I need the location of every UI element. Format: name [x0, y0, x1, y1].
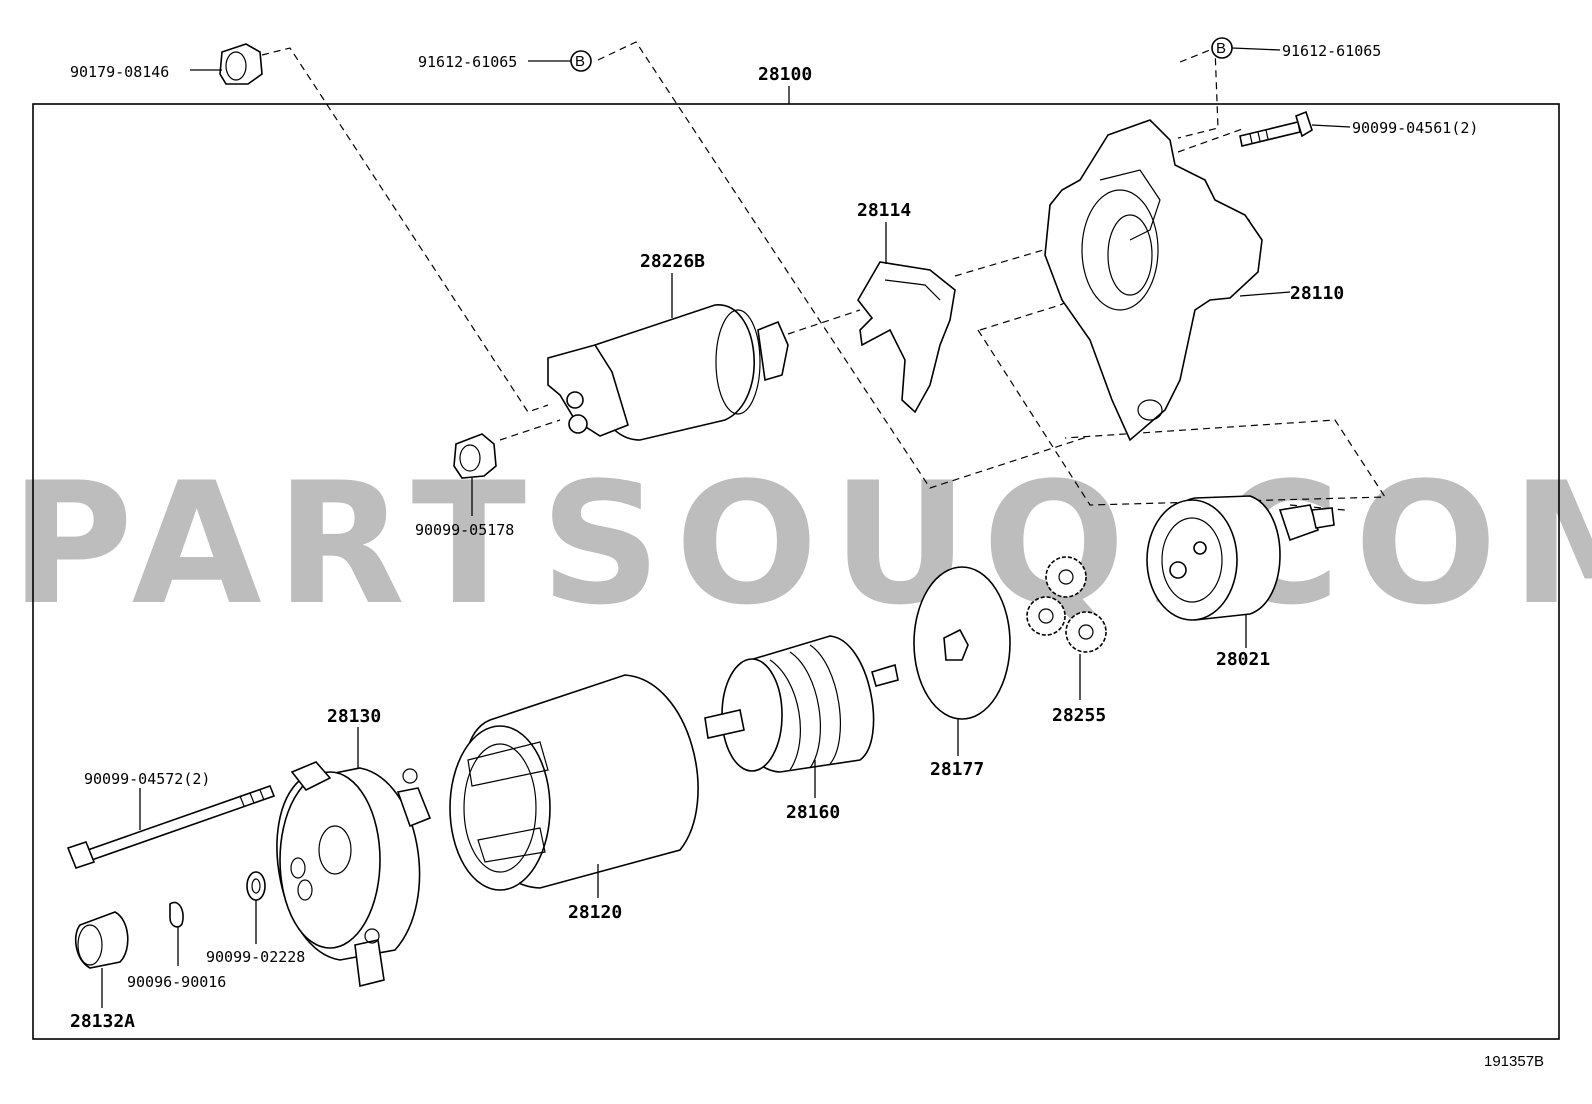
- part-28132A: [74, 911, 129, 1008]
- part-28110: [1044, 119, 1291, 442]
- part-90096-90016: [169, 901, 184, 966]
- part-28255: [1026, 556, 1107, 700]
- label-90099-02228: 90099-02228: [206, 948, 305, 966]
- label-90099-04572: 90099-04572(2): [84, 770, 210, 788]
- label-90099-04561: 90099-04561(2): [1352, 119, 1478, 137]
- part-28130: [276, 727, 432, 987]
- label-28130: 28130: [327, 706, 381, 727]
- callout-b-left-icon: [570, 50, 592, 72]
- part-28177: [913, 566, 1011, 756]
- label-28120: 28120: [568, 902, 622, 923]
- label-28110: 28110: [1290, 283, 1344, 304]
- label-91612-61065-right: 91612-61065: [1282, 42, 1381, 60]
- watermark-text: PARTSOUQ.COM: [10, 446, 1592, 642]
- dashed-guide-lines: [261, 41, 1387, 511]
- label-28114: 28114: [857, 200, 911, 221]
- label-90096-90016: 90096-90016: [127, 973, 226, 991]
- part-28021: [1146, 495, 1335, 648]
- label-28255: 28255: [1052, 705, 1106, 726]
- label-28177: 28177: [930, 759, 984, 780]
- part-90099-05178: [453, 433, 497, 516]
- part-28114: [857, 222, 956, 414]
- callout-b-left: B: [575, 53, 585, 70]
- part-90099-02228: [246, 871, 266, 944]
- part-28120: [449, 674, 699, 898]
- leader-91612-right: [1231, 47, 1281, 51]
- label-28160: 28160: [786, 802, 840, 823]
- label-28100: 28100: [758, 64, 812, 85]
- label-28226B: 28226B: [640, 251, 705, 272]
- label-90099-05178: 90099-05178: [415, 521, 514, 539]
- part-90099-04572: [66, 784, 276, 869]
- label-91612-61065-left: 91612-61065: [418, 53, 517, 71]
- callout-b-right: B: [1216, 40, 1226, 57]
- part-90179-08146: [190, 43, 263, 85]
- label-28021: 28021: [1216, 649, 1270, 670]
- part-90099-04561: [1239, 110, 1351, 147]
- part-28160: [704, 635, 899, 798]
- label-28132A: 28132A: [70, 1011, 135, 1032]
- reference-code: 191357B: [1484, 1053, 1544, 1070]
- part-28226B: [547, 273, 789, 441]
- label-90179-08146: 90179-08146: [70, 63, 169, 81]
- assembly-frame: [32, 103, 1560, 1040]
